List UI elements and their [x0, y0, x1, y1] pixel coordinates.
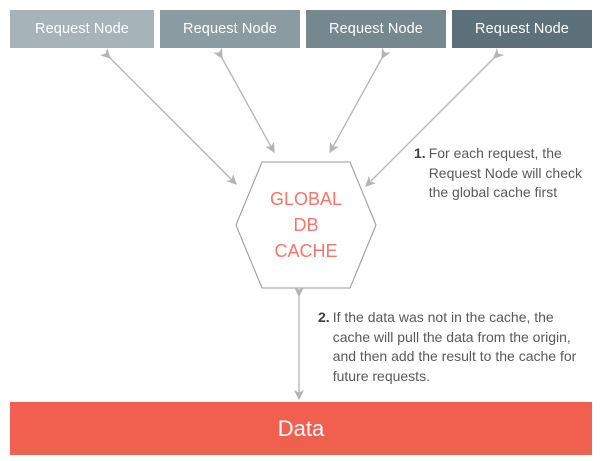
data-store-bar: Data — [10, 402, 592, 455]
annotation-1-number: 1. — [414, 145, 426, 161]
annotation-1: 1.For each request, the Request Node wil… — [414, 144, 594, 203]
arrow-node3-cache — [329, 47, 391, 154]
hex-label-line-2: DB — [293, 215, 319, 235]
data-store-label: Data — [277, 415, 325, 441]
arrow-node2-cache — [213, 47, 275, 154]
annotation-2-number: 2. — [318, 309, 330, 325]
request-node-3-label: Request Node — [329, 21, 423, 37]
request-node-4: Request Node — [452, 10, 592, 48]
request-node-1: Request Node — [10, 10, 154, 48]
annotation-2-text: If the data was not in the cache, the ca… — [332, 309, 577, 384]
hex-label-line-1: GLOBAL — [269, 189, 343, 209]
annotation-1-text: For each request, the Request Node will … — [428, 145, 582, 200]
global-db-cache-label: GLOBAL DB CACHE — [236, 186, 376, 264]
request-node-3: Request Node — [306, 10, 446, 48]
hex-label-line-3: CACHE — [274, 241, 338, 261]
request-node-4-label: Request Node — [475, 21, 569, 37]
request-node-2: Request Node — [160, 10, 300, 48]
annotation-2: 2.If the data was not in the cache, the … — [318, 308, 590, 386]
request-node-1-label: Request Node — [35, 21, 129, 37]
request-node-2-label: Request Node — [183, 21, 277, 37]
arrow-node1-cache — [99, 47, 237, 185]
